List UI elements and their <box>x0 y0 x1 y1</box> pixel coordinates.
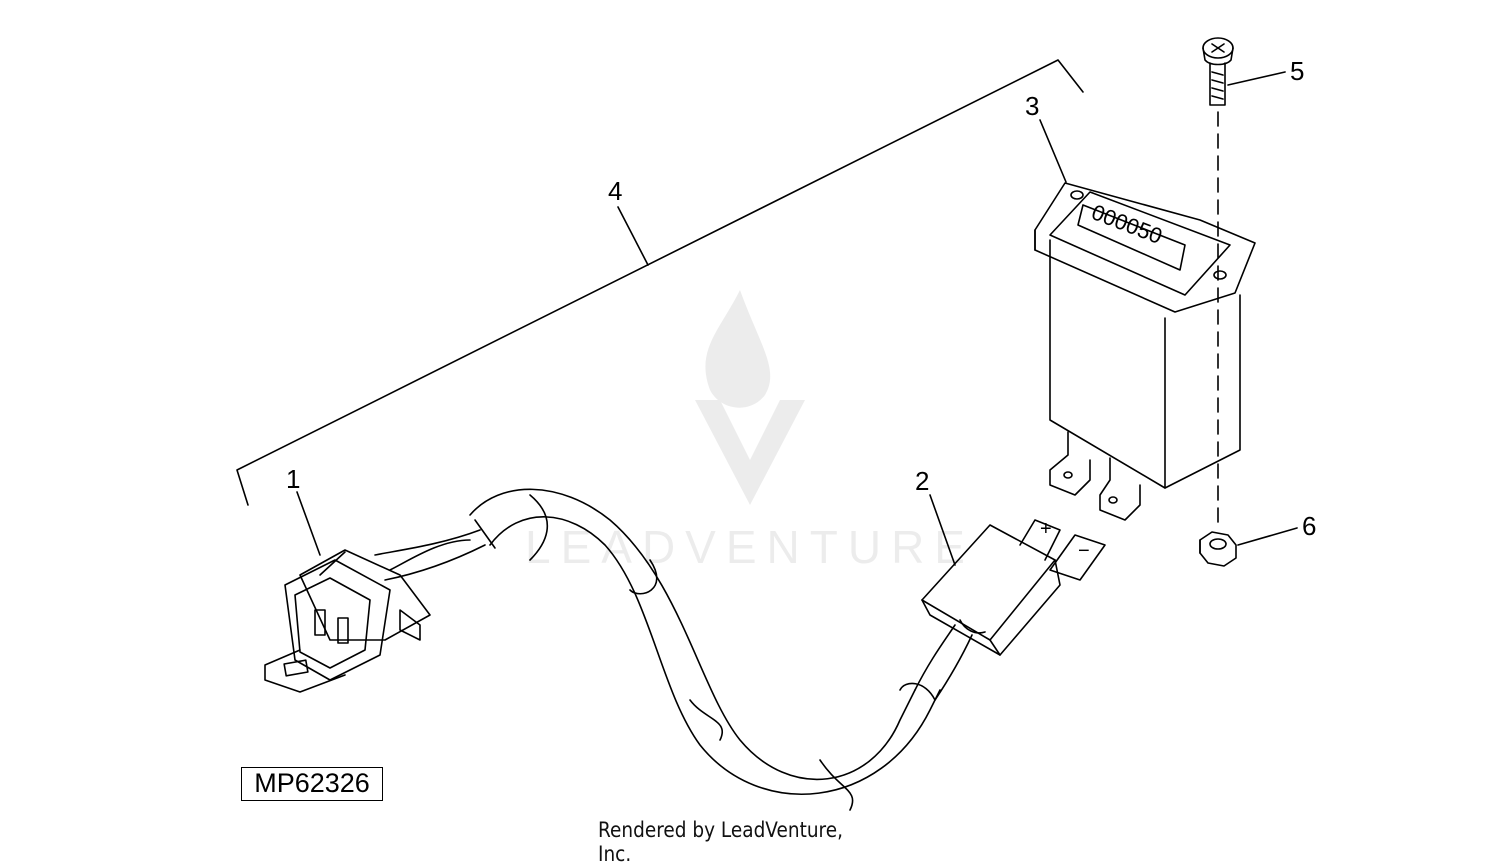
callout-1: 1 <box>286 464 300 494</box>
harness-bracket <box>236 59 1084 506</box>
callout-leaders <box>296 71 1298 566</box>
nut <box>1199 531 1237 567</box>
minus-terminal-label: − <box>1078 540 1090 562</box>
wire-harness <box>374 488 973 811</box>
figure-id-label: MP62326 <box>241 767 383 801</box>
callout-3: 3 <box>1025 91 1039 121</box>
callout-6: 6 <box>1302 511 1316 541</box>
callout-2: 2 <box>915 466 929 496</box>
plus-terminal-label: + <box>1040 518 1052 540</box>
credit-text: Rendered by LeadVenture, Inc. <box>598 818 843 866</box>
callout-4: 4 <box>608 176 622 206</box>
hour-meter <box>1034 182 1256 521</box>
connector-1 <box>264 549 431 693</box>
callout-5: 5 <box>1290 56 1304 86</box>
screw <box>1202 37 1234 106</box>
leadventure-watermark-logo-icon <box>695 290 805 505</box>
connector-2 <box>921 519 1106 656</box>
watermark-text: LEADVENTURE <box>525 521 975 573</box>
